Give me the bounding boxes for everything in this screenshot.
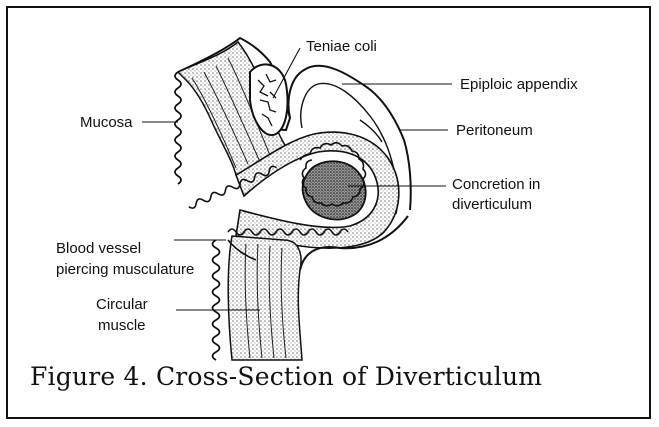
mucosa-left-upper: [175, 72, 181, 184]
mucosa-left-lower: [213, 240, 220, 360]
lower-muscle-band: [228, 236, 302, 360]
label-epiploic-appendix: Epiploic appendix: [460, 76, 578, 94]
label-blood-vessel-line1: Blood vessel: [56, 240, 141, 258]
label-concretion-line2: diverticulum: [452, 196, 532, 214]
label-concretion-line1: Concretion in: [452, 176, 540, 194]
label-mucosa: Mucosa: [80, 114, 133, 132]
label-teniae-coli: Teniae coli: [306, 38, 377, 56]
concretion: [303, 161, 366, 219]
label-peritoneum: Peritoneum: [456, 122, 533, 140]
label-circular-muscle-line2: muscle: [98, 317, 146, 335]
figure-caption: Figure 4. Cross-Section of Diverticulum: [30, 362, 542, 391]
label-circular-muscle-line1: Circular: [96, 296, 148, 314]
label-blood-vessel-line2: piercing musculature: [56, 261, 194, 279]
